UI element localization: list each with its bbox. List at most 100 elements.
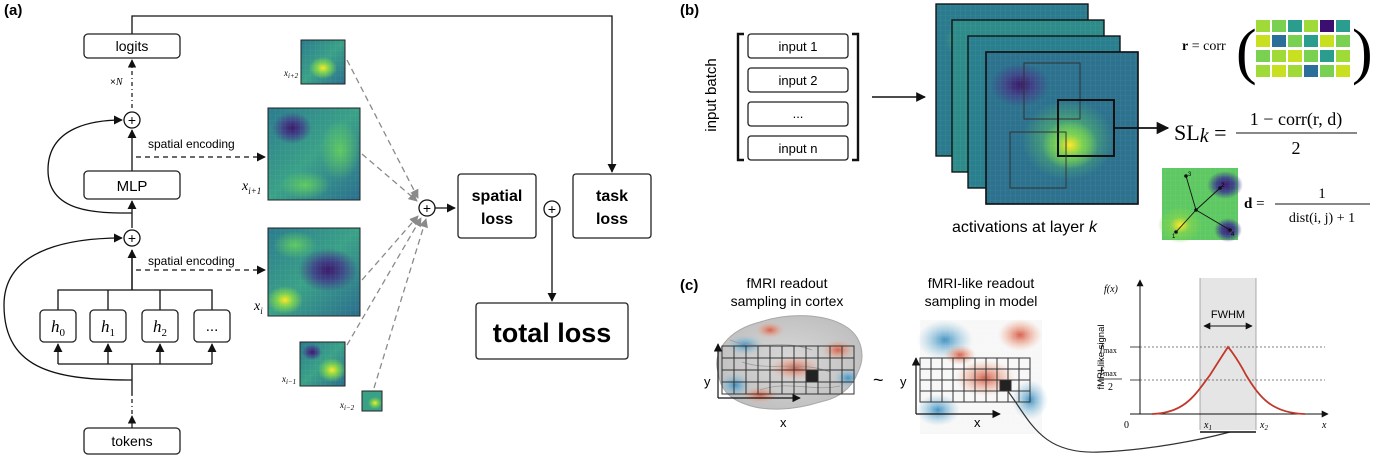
activation-stack (935, 3, 1139, 205)
task-loss-line1: task (596, 188, 628, 205)
svg-text:input n: input n (778, 141, 817, 156)
r-matrix-paren-right: ) (1352, 18, 1373, 86)
model-sampling-grid (919, 357, 1031, 403)
model-axis-y-label: y (900, 374, 907, 389)
input-batch-label: input batch (703, 58, 720, 131)
mlp-box: MLP (83, 170, 181, 200)
svg-text:input 2: input 2 (778, 73, 817, 88)
panel-a-label: (a) (4, 2, 22, 19)
fmax-half-denominator: 2 (1108, 382, 1113, 393)
panel-c-label: (c) (680, 277, 698, 294)
label-x-i-plus-1: xi+1 (241, 179, 261, 196)
x2-label: x2 (1259, 420, 1268, 432)
activations-caption: activations at layer k (952, 219, 1098, 236)
cortex-sampling-grid (721, 345, 855, 395)
voxel-to-signal-connector (1006, 389, 1231, 453)
tokens-label: tokens (111, 433, 152, 449)
svg-text:input 1: input 1 (778, 39, 817, 54)
task-loss-box: task loss (572, 173, 652, 239)
model-title-line2: sampling in model (925, 293, 1038, 309)
activation-map-x-i-minus-1 (299, 341, 346, 387)
model-readout-map (916, 319, 1048, 434)
fwhm-band (1200, 278, 1256, 430)
label-x-i-minus-2: xi−2 (339, 400, 355, 412)
fmax-half-numerator: fmax (1100, 365, 1117, 378)
input-item-n: input n (747, 135, 849, 161)
signal-y-label: fMRI-like signal (1096, 325, 1107, 390)
model-title-line1: fMRI-like readout (928, 275, 1035, 291)
spatial-loss-line1: spatial (472, 188, 523, 205)
svg-text:3: 3 (1188, 172, 1192, 178)
svg-text:+: + (128, 230, 136, 246)
svg-text:...: ... (206, 318, 219, 335)
logits-to-task-loss-arrow (131, 15, 617, 173)
tokens-split-lines (58, 363, 212, 395)
x1-label: x1 (1203, 420, 1212, 432)
residual-loop-mlp (47, 115, 133, 214)
spatial-encoding-label-1: spatial encoding (148, 137, 235, 151)
origin-zero: 0 (1124, 420, 1129, 431)
correlation-matrix (1256, 20, 1350, 77)
total-loss-label: total loss (493, 318, 612, 348)
activation-map-x-i-plus-1 (267, 107, 361, 201)
d-formula-lhs: d = (1244, 196, 1265, 212)
cortex-axis-x-label: x (780, 415, 787, 430)
fmri-title-line1: fMRI readout (747, 275, 828, 291)
attention-head-h1: h1 (89, 309, 127, 343)
distance-graph: 3 2 1 4 (1158, 168, 1243, 243)
cortex-axis-y-label: y (704, 374, 711, 389)
mlp-label: MLP (117, 178, 148, 195)
signal-plot: FWHM fMRI-like signal f(x) fmax fmax 2 0… (1096, 278, 1329, 433)
label-x-i: xi (253, 299, 263, 316)
spatial-encoding-label-2: spatial encoding (148, 254, 235, 268)
signal-x-label: x (1321, 420, 1327, 431)
model-axis-x-label: x (974, 415, 981, 430)
input-bracket-left (736, 32, 744, 162)
activation-map-x-i-minus-2 (361, 390, 383, 412)
similarity-tilde: ~ (873, 370, 884, 390)
tokens-box: tokens (83, 427, 181, 455)
residual-loop-attention (3, 233, 133, 381)
residual-add-node-upper: + (123, 111, 141, 129)
svg-text:1: 1 (1172, 234, 1176, 240)
label-x-i-plus-2: xi+2 (283, 68, 299, 80)
svg-text:...: ... (793, 106, 804, 121)
svg-text:h0: h0 (51, 317, 66, 339)
maps-to-spatial-loss-arrows (346, 59, 428, 389)
input-item-1: input 1 (747, 33, 849, 59)
r-matrix-paren-left: ( (1236, 18, 1257, 86)
sl-formula-numerator: 1 − corr(r, d) (1250, 109, 1342, 130)
svg-text:h2: h2 (153, 317, 167, 339)
plus-symbol: + (128, 112, 136, 128)
fmax-label: fmax (1100, 342, 1117, 355)
sl-formula-denominator: 2 (1292, 138, 1301, 158)
total-sum-node: + (543, 200, 561, 218)
panel-b-label: (b) (680, 2, 699, 19)
activation-map-x-i (267, 227, 361, 317)
d-formula-numerator: 1 (1318, 186, 1326, 202)
f-of-x-label: f(x) (1104, 284, 1119, 295)
brain-cortex-image (716, 315, 863, 410)
fmri-title-line2: sampling in cortex (731, 293, 844, 309)
heads-merge-lines (57, 250, 213, 310)
input-item-ellipsis: ... (747, 101, 849, 127)
logits-box: logits (83, 33, 181, 59)
reference-lines (1140, 346, 1325, 381)
spatial-loss-box: spatial loss (457, 173, 537, 239)
total-loss-box: total loss (475, 302, 629, 360)
spatial-loss-line2: loss (481, 211, 513, 228)
label-x-i-minus-1: xi−1 (281, 374, 296, 386)
logits-label: logits (116, 38, 149, 54)
svg-text:+: + (423, 200, 431, 216)
svg-text:4: 4 (1231, 232, 1235, 238)
spatial-sum-node: + (418, 199, 436, 217)
fwhm-label: FWHM (1211, 309, 1245, 321)
residual-add-node-lower: + (123, 229, 141, 247)
d-formula-denominator: dist(i, j) + 1 (1289, 211, 1355, 226)
r-formula: r = corr (1182, 39, 1226, 54)
sl-formula-lhs: SLk = (1174, 120, 1227, 147)
svg-text:+: + (548, 201, 556, 217)
gaussian-signal-curve (1151, 345, 1306, 415)
svg-text:h1: h1 (101, 317, 115, 339)
